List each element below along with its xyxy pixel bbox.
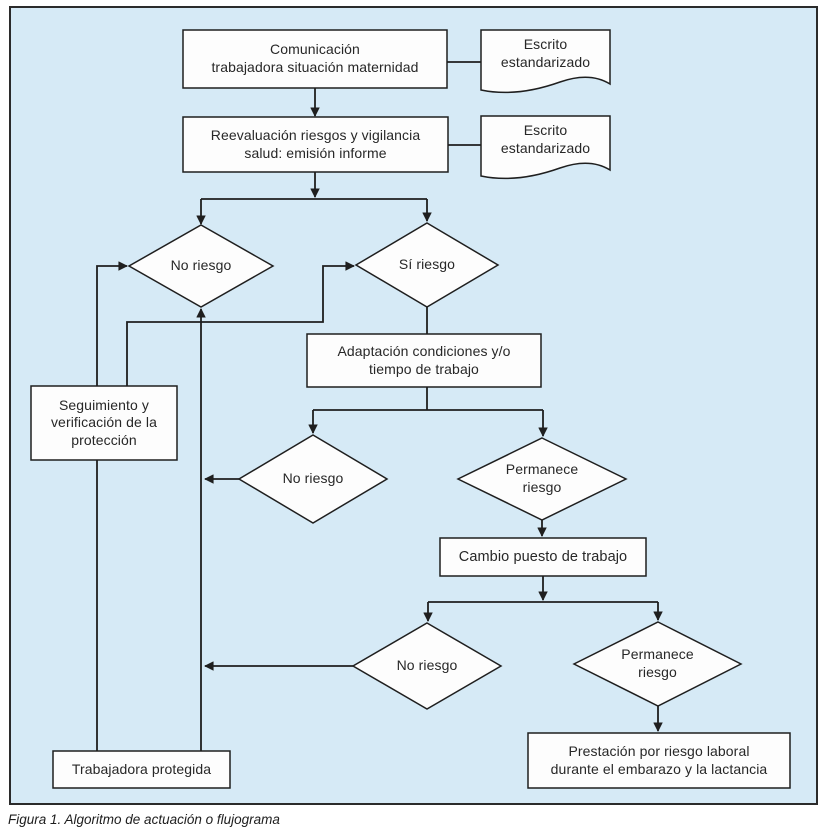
label-prestacion: Prestación por riesgo laboral durante el… — [550, 742, 768, 777]
diamond-no-riesgo-3 — [351, 622, 503, 710]
diamond-permanece-1 — [456, 437, 628, 521]
label-permanece-1: Permanece riesgo — [505, 461, 579, 495]
box-reevaluacion — [182, 116, 449, 173]
box-cambio-puesto — [439, 537, 647, 577]
flow-connectors — [96, 61, 663, 751]
box-prestacion — [527, 732, 791, 789]
label-no-riesgo-2: No riesgo — [282, 470, 344, 487]
label-reevaluacion: Reevaluación riesgos y vigilancia salud:… — [210, 126, 421, 161]
label-no-riesgo-3: No riesgo — [396, 657, 458, 674]
doc-escrito1 — [480, 29, 611, 94]
box-seguimiento — [30, 385, 178, 461]
label-permanece-2: Permanece riesgo — [621, 646, 694, 680]
label-seguimiento: Seguimiento y verificación de la protecc… — [50, 396, 158, 448]
box-adaptacion — [306, 333, 542, 388]
label-escrito2: Escrito estandarizado — [500, 122, 591, 156]
label-no-riesgo-1: No riesgo — [170, 257, 232, 274]
diamond-no-riesgo-2 — [237, 434, 389, 524]
diamond-si-riesgo — [354, 222, 500, 308]
label-trabajadora-protegida: Trabajadora protegida — [71, 760, 212, 777]
label-adaptacion: Adaptación condiciones y/o tiempo de tra… — [337, 342, 511, 377]
label-comunicacion: Comunicación trabajadora situación mater… — [211, 41, 419, 75]
figure-caption: Figura 1. Algoritmo de actuación o flujo… — [8, 812, 280, 827]
label-escrito1: Escrito estandarizado — [500, 36, 591, 70]
label-si-riesgo: Sí riesgo — [398, 256, 456, 273]
edge-seguimiento-siriesgo — [126, 261, 355, 386]
edge-seguimiento-noriesgo1 — [96, 261, 128, 386]
diamond-no-riesgo-1 — [127, 224, 275, 308]
diamond-permanece-2 — [572, 621, 743, 707]
doc-escrito2 — [480, 115, 611, 180]
label-cambio-puesto: Cambio puesto de trabajo — [458, 548, 628, 565]
box-trabajadora-protegida — [52, 750, 231, 789]
box-comunicacion — [182, 29, 448, 89]
flow-nodes — [30, 29, 791, 789]
